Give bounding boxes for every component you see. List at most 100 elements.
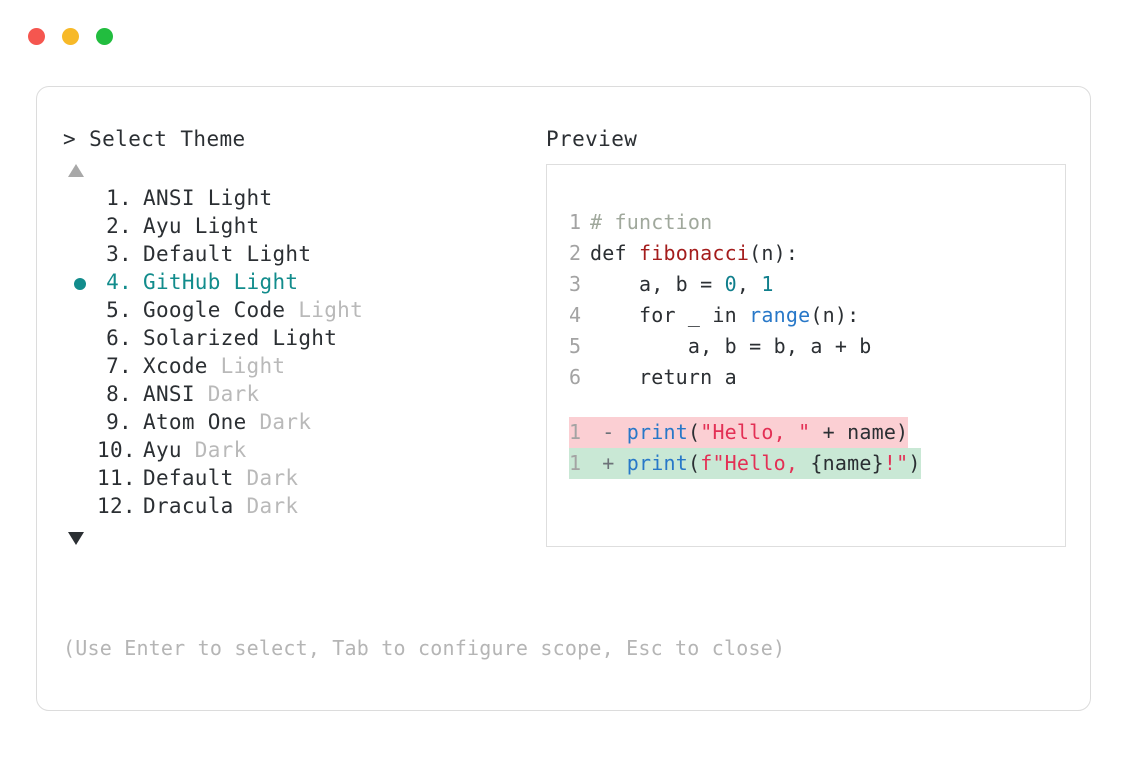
code-line-number: 3 [569,272,582,296]
preview-title: Preview [546,127,638,151]
theme-index: 8. [106,382,132,406]
theme-name: Solarized [143,326,260,350]
code-line: 1 # function [569,207,1065,238]
theme-index: 9. [106,410,132,434]
theme-list-item[interactable]: 10.Ayu Dark [63,438,546,466]
code-token-plain: ( [687,451,701,475]
code-token-str: "Hello, " [700,420,811,444]
theme-list-item[interactable]: 11.Default Dark [63,466,546,494]
code-token-builtin: print [626,420,688,444]
theme-variant: Light [207,354,286,378]
code-token-plain: for _ in [590,303,750,327]
code-diff-sample: 1 - print("Hello, " + name)1 + print(f"H… [569,417,1065,479]
maximize-window-button[interactable] [96,28,113,45]
code-token-num: 0 [724,272,737,296]
code-token-plain: (n): [749,241,799,265]
code-token-comment: # function [590,210,713,234]
theme-variant: Dark [246,410,312,434]
theme-index: 2. [106,214,132,238]
theme-list-item[interactable]: 6. Solarized Light [63,326,546,354]
code-token-plain: {name} [810,451,884,475]
theme-list-item[interactable]: 3.Default Light [63,242,546,270]
theme-list-item[interactable]: 9. Atom One Dark [63,410,546,438]
theme-index: 11. [97,466,136,490]
theme-index: 7. [106,354,132,378]
diff-line: 1 + print(f"Hello, {name}!") [569,448,1065,479]
theme-variant: Light [194,186,273,210]
code-token-plain: ( [687,420,701,444]
theme-list-item[interactable]: 2. Ayu Light [63,214,546,242]
code-line-number: 2 [569,241,582,265]
code-line-number: 1 [569,210,582,234]
theme-name: Ayu [143,438,182,462]
code-token-builtin: range [749,303,811,327]
theme-list-item[interactable]: 1. ANSI Light [63,186,546,214]
theme-variant: Light [181,214,260,238]
code-line-number: 5 [569,334,582,358]
theme-name: Xcode [143,354,208,378]
code-token-plain: , [736,272,762,296]
theme-variant: Light [259,326,338,350]
theme-index: 5. [106,298,132,322]
theme-index: 12. [97,494,136,518]
scroll-down-arrow-icon[interactable] [68,532,84,545]
code-line-number: 6 [569,365,582,389]
code-token-plain: ) [908,451,921,475]
theme-variant: Dark [194,382,260,406]
theme-variant: Dark [233,494,299,518]
code-line: 3 a, b = 0, 1 [569,269,1065,300]
code-token-num: 1 [761,272,774,296]
theme-name: Dracula [143,494,234,518]
diff-removed-line: 1 - print("Hello, " + name) [569,417,909,448]
diff-line-number: 1 [569,420,582,444]
diff-added-line: 1 + print(f"Hello, {name}!") [569,448,921,479]
code-token-str: f"Hello, [700,451,811,475]
selection-bullet-cell [63,278,97,290]
theme-variant: Light [285,298,364,322]
selection-bullet-icon [74,278,86,290]
code-token-plain: (n): [810,303,860,327]
theme-list-item[interactable]: 12. Dracula Dark [63,494,546,522]
theme-index: 6. [106,326,132,350]
theme-list-item[interactable]: 8. ANSI Dark [63,382,546,410]
theme-name: ANSI [143,186,195,210]
code-token-plain: return a [590,365,737,389]
theme-list-item[interactable]: 5. Google Code Light [63,298,546,326]
code-diff-spacer [569,393,1065,417]
theme-list-item[interactable]: 7. Xcode Light [63,354,546,382]
theme-name: Default [143,242,234,266]
theme-name: ANSI [143,382,195,406]
code-token-fn: fibonacci [638,241,750,265]
theme-index: 4. [106,270,132,294]
theme-variant: Light [233,242,312,266]
code-token-str: !" [883,451,909,475]
code-line: 4 for _ in range(n): [569,300,1065,331]
code-token-builtin: print [626,451,688,475]
theme-variant: Light [220,270,299,294]
theme-index: 1. [106,186,132,210]
theme-name: Atom One [143,410,247,434]
page-title: > Select Theme [63,127,246,151]
theme-list-item[interactable]: 4. GitHub Light [63,270,546,298]
code-token-plain: + name) [810,420,909,444]
code-line: 5 a, b = b, a + b [569,331,1065,362]
theme-name: Google Code [143,298,286,322]
theme-name: Ayu [143,214,182,238]
minimize-window-button[interactable] [62,28,79,45]
keyboard-hint: (Use Enter to select, Tab to configure s… [63,636,786,660]
diff-line: 1 - print("Hello, " + name) [569,417,1065,448]
theme-name: GitHub [143,270,221,294]
window-titlebar [28,28,113,45]
close-window-button[interactable] [28,28,45,45]
diff-line-number: 1 [569,451,582,475]
scroll-up-arrow-icon[interactable] [68,164,84,177]
